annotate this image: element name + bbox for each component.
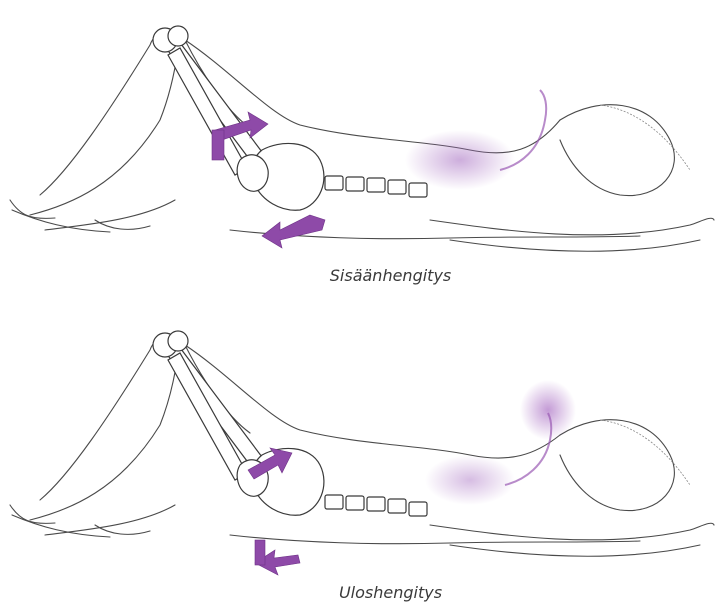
lumbar-spine	[325, 495, 427, 516]
reclining-body-outline	[10, 336, 714, 556]
exhale-caption: Uloshengitys	[32, 583, 717, 602]
exhale-figure-illustration	[0, 305, 717, 583]
inhale-panel: Sisäänhengitys	[0, 0, 717, 305]
lumbar-spine	[325, 176, 427, 197]
exhaled-breath-cloud	[520, 380, 576, 440]
sacrum-arrow	[255, 540, 300, 575]
sacrum-arrow	[262, 215, 325, 248]
reclining-body-outline	[10, 31, 714, 251]
chest-expansion-shading	[405, 130, 515, 190]
inhale-figure-illustration	[0, 0, 717, 266]
thigh-bones	[153, 331, 262, 480]
exhale-panel: Uloshengitys	[0, 305, 717, 610]
thigh-bones	[153, 26, 262, 175]
inhale-caption: Sisäänhengitys	[32, 266, 717, 285]
chest-shading	[425, 455, 515, 505]
